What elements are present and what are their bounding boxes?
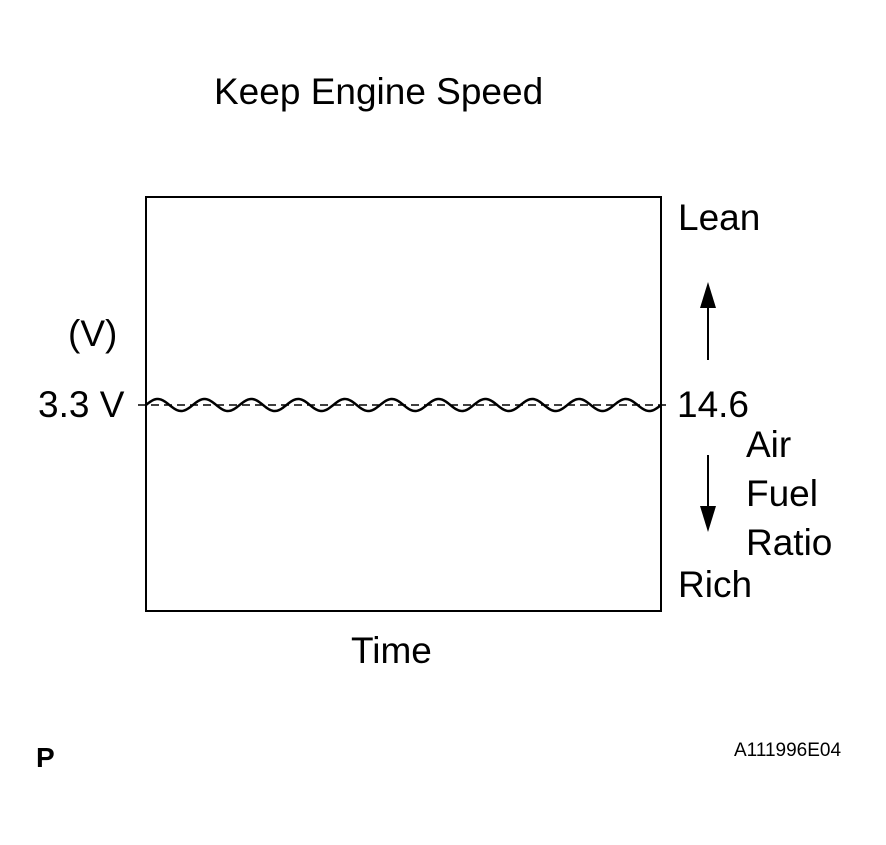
ratio-label: Ratio xyxy=(746,522,833,563)
sensor-waveform xyxy=(145,397,662,413)
y-axis-unit: (V) xyxy=(68,313,118,354)
figure-code: A111996E04 xyxy=(734,740,842,761)
diagram-title: Keep Engine Speed xyxy=(214,71,544,112)
rich-arrow xyxy=(700,455,716,532)
air-fuel-ratio-value: 14.6 xyxy=(677,384,750,425)
lean-arrow xyxy=(700,282,716,360)
corner-mark: P xyxy=(36,742,55,773)
air-label: Air xyxy=(746,424,792,465)
y-axis-value-label: 3.3 V xyxy=(38,384,125,425)
arrow-down-icon xyxy=(700,506,716,532)
rich-label: Rich xyxy=(678,564,753,605)
x-axis-label: Time xyxy=(351,630,432,671)
fuel-label: Fuel xyxy=(746,473,818,514)
arrow-up-icon xyxy=(700,282,716,308)
lean-label: Lean xyxy=(678,197,761,238)
